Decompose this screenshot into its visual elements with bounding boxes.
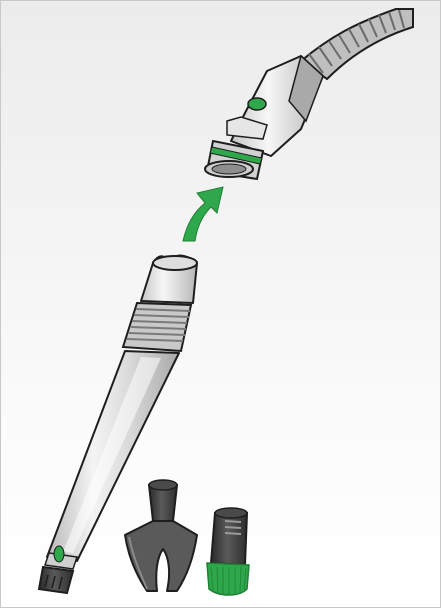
dusting-brush xyxy=(207,508,249,595)
release-button xyxy=(248,98,266,110)
tube-lock-button xyxy=(54,546,64,562)
insert-arrow-icon xyxy=(183,187,223,241)
crevice-nozzle xyxy=(125,480,197,591)
hose-handle xyxy=(205,56,323,179)
hose xyxy=(301,9,413,79)
